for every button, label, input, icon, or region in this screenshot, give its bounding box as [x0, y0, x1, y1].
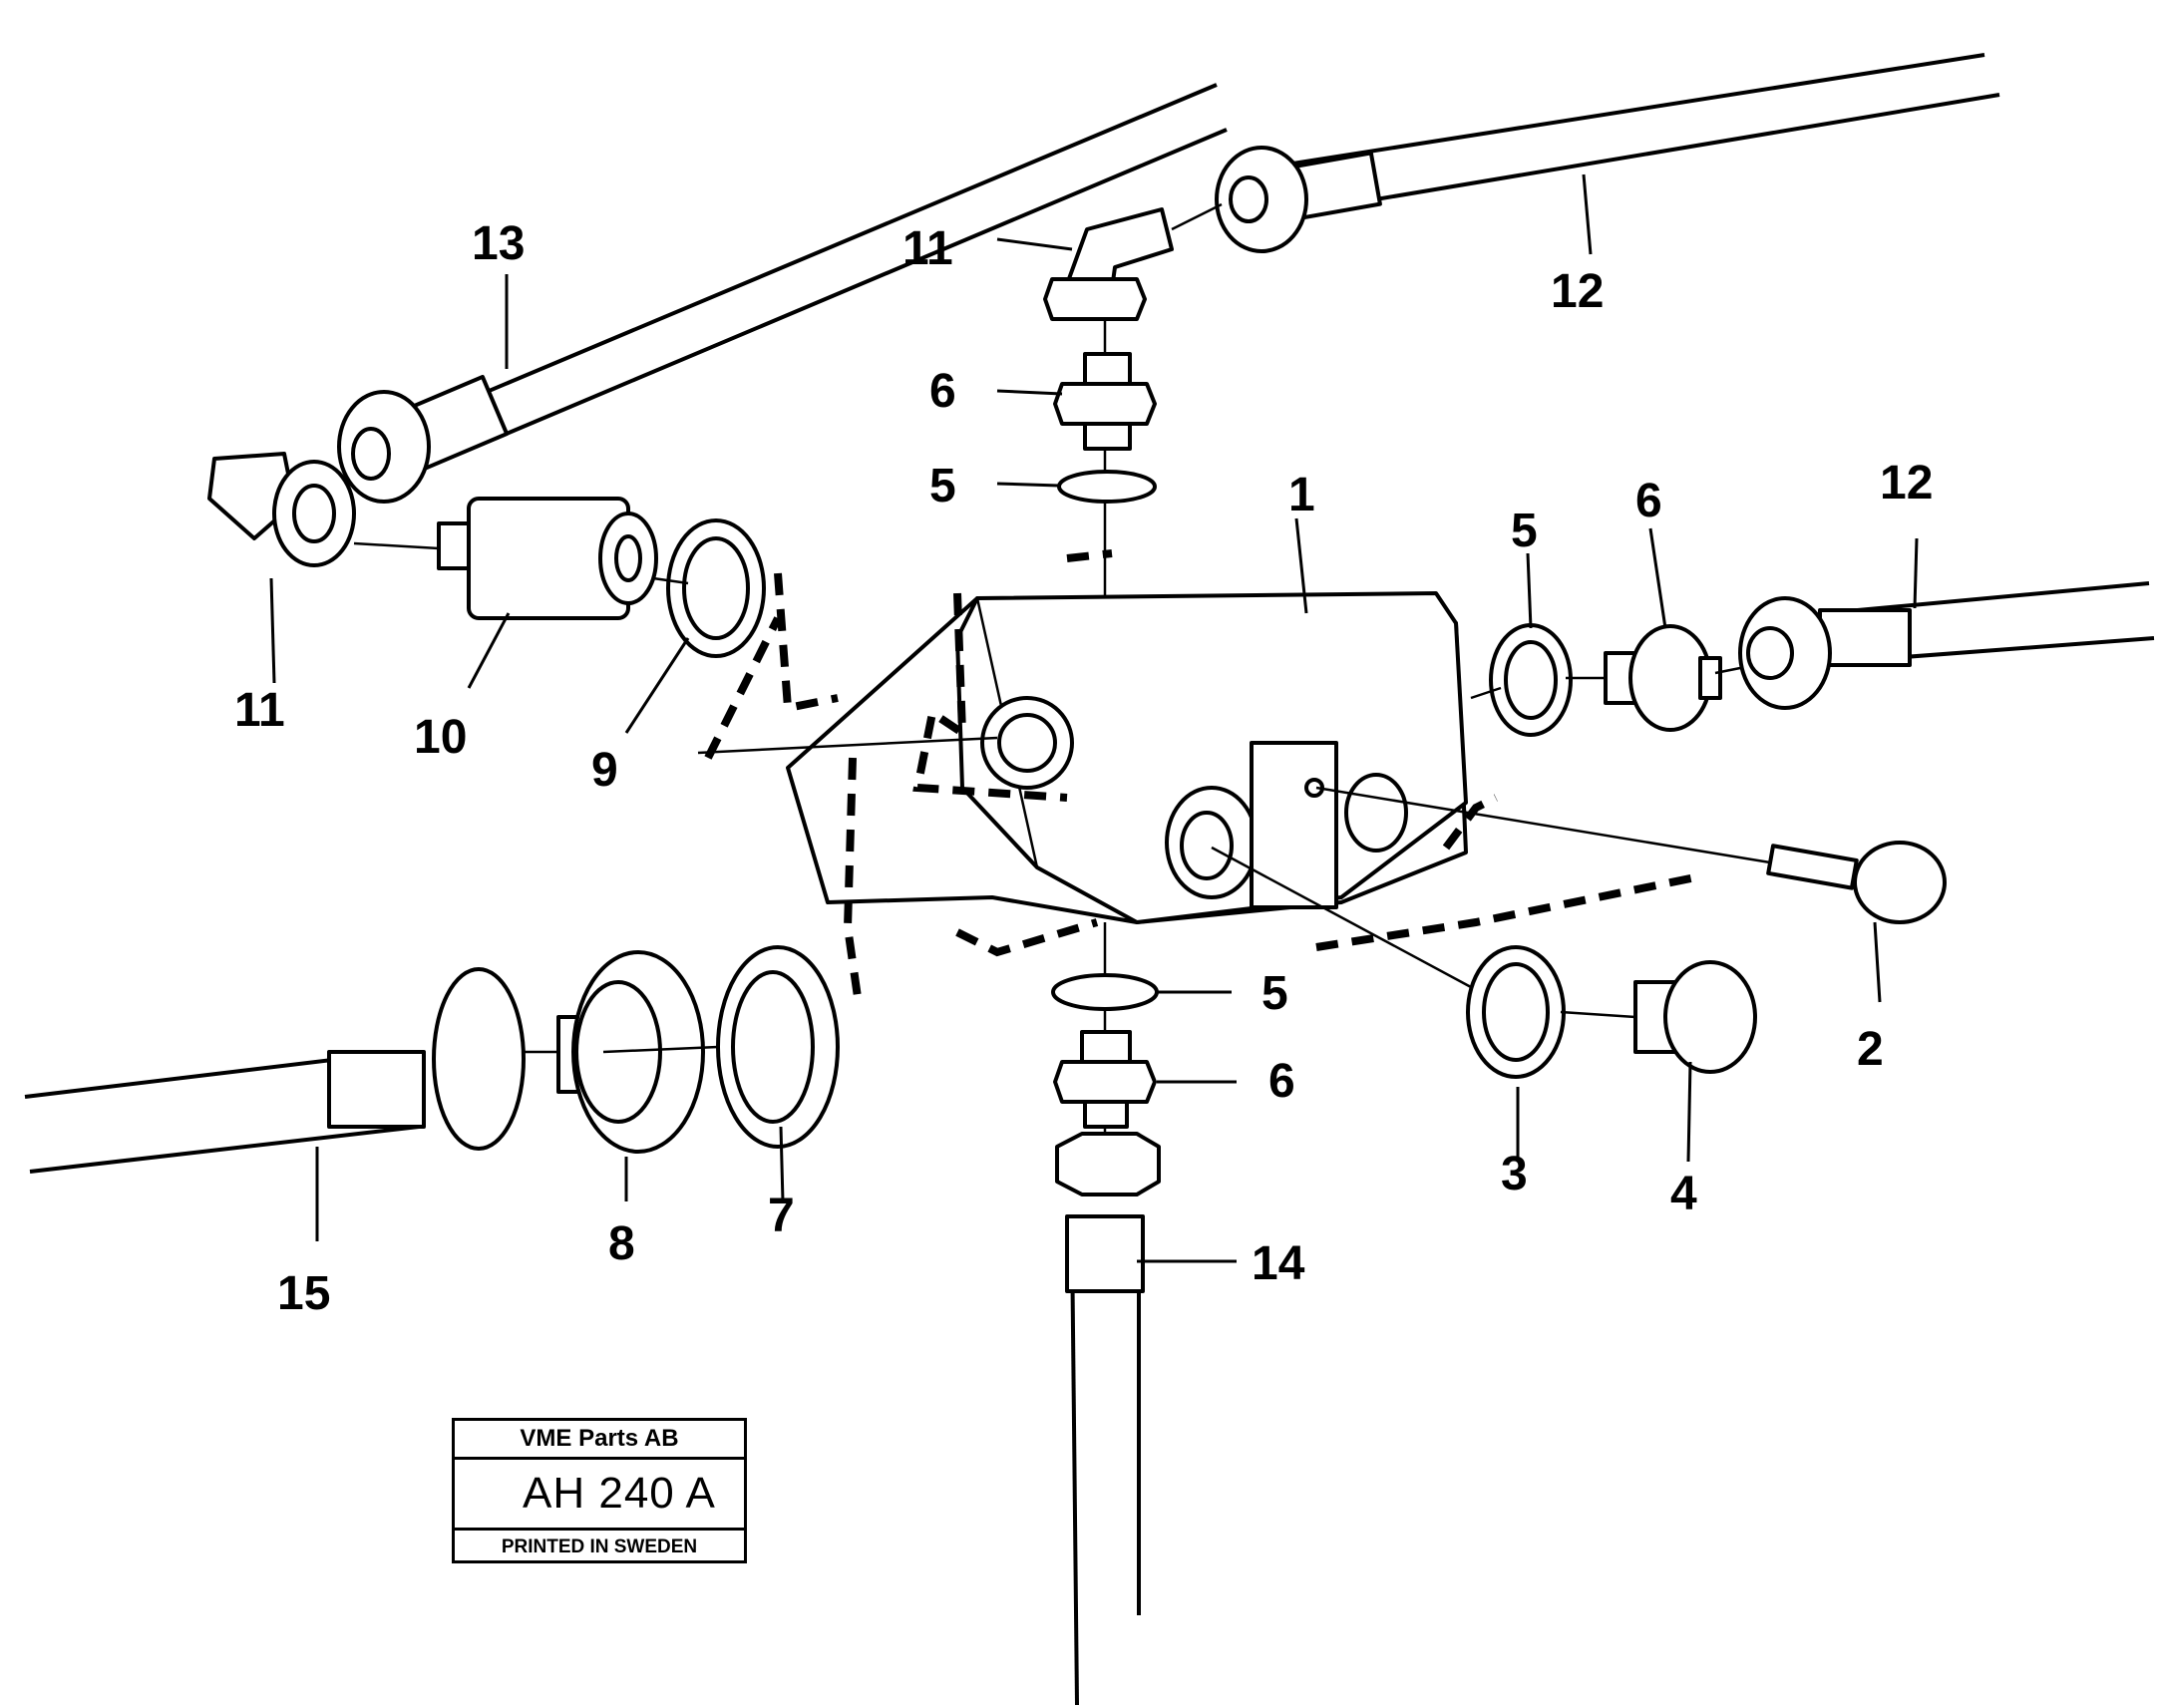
- callout-5-top: 5: [929, 460, 956, 512]
- callout-6-right: 6: [1635, 475, 1662, 527]
- callout-14: 14: [1252, 1237, 1305, 1290]
- stamp-code: AH 240 A: [455, 1460, 744, 1531]
- seal-ring-right: [1489, 623, 1573, 737]
- callout-5-bottom: 5: [1261, 967, 1288, 1020]
- callout-13: 13: [472, 217, 525, 270]
- bolt-2: [1766, 841, 1947, 924]
- hose-12-right: [1818, 581, 2155, 667]
- stamp-company: VME Parts AB: [455, 1421, 744, 1460]
- leader-lines: [269, 173, 1919, 1263]
- washer-bottom: [1051, 973, 1159, 1011]
- callout-4: 4: [1670, 1168, 1697, 1220]
- valve-block: [786, 591, 1468, 924]
- callout-12-right: 12: [1880, 457, 1933, 510]
- callout-12-top: 12: [1551, 265, 1604, 318]
- dashed-mounting-outline: [704, 549, 1696, 998]
- washer-top: [1057, 470, 1157, 504]
- title-stamp: VME Parts AB AH 240 A PRINTED IN SWEDEN: [452, 1418, 747, 1563]
- adapter-right: [1604, 624, 1722, 732]
- union-fitting: [437, 497, 658, 620]
- hose-14: [1065, 1214, 1145, 1706]
- plug-4: [1633, 960, 1757, 1074]
- callout-7: 7: [768, 1190, 795, 1242]
- hose-15: [24, 1050, 426, 1174]
- adapter-top: [1053, 352, 1157, 451]
- callout-11-left: 11: [234, 684, 285, 737]
- callout-11-top: 11: [902, 222, 953, 275]
- seal-ring-9: [666, 518, 766, 658]
- callout-8: 8: [608, 1217, 635, 1270]
- callout-5-right: 5: [1511, 505, 1538, 557]
- callout-1: 1: [1288, 469, 1315, 521]
- elbow-fitting-left: [207, 452, 356, 567]
- nut-hose-15: [432, 967, 526, 1151]
- callout-2: 2: [1857, 1023, 1884, 1076]
- seal-ring-7: [716, 945, 840, 1149]
- seal-ring-3: [1466, 945, 1566, 1079]
- callout-3: 3: [1501, 1148, 1528, 1200]
- adapter-bottom: [1053, 1030, 1157, 1129]
- callout-6-top: 6: [929, 365, 956, 418]
- callout-15: 15: [277, 1267, 330, 1320]
- hose-12-top: [1285, 53, 2000, 220]
- nut-hose-14: [1055, 1132, 1161, 1196]
- nut-hose-12-top: [1215, 146, 1308, 253]
- elbow-fitting-top: [1043, 207, 1174, 321]
- callout-9: 9: [591, 744, 618, 797]
- nut-hose-12-right: [1738, 596, 1832, 710]
- nut-hose-13: [337, 390, 431, 504]
- callout-6-bottom: 6: [1268, 1055, 1295, 1108]
- stamp-printed: PRINTED IN SWEDEN: [501, 1537, 698, 1557]
- assembly-lines: [353, 202, 1771, 1134]
- callout-labels: 1 2 3 4 5 5 5 6 6 6 7 8 9 10 11 11 12 12…: [234, 217, 1933, 1320]
- callout-10: 10: [414, 711, 467, 764]
